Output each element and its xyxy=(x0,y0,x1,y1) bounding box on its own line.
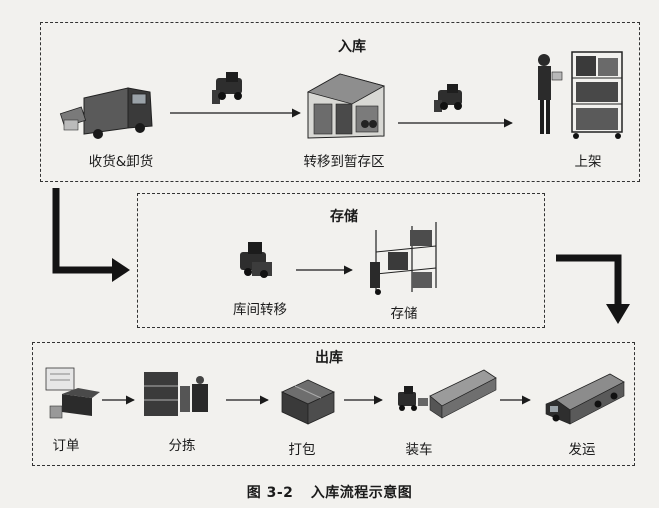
step-shipping: 发运 xyxy=(568,442,596,458)
step-inter-warehouse-transfer: 库间转移 xyxy=(233,302,287,318)
connector-storage-to-outbound-head xyxy=(606,304,630,324)
step-order: 订单 xyxy=(52,438,80,454)
step-putaway: 上架 xyxy=(574,154,602,170)
figure-caption: 图 3-2 入库流程示意图 xyxy=(0,482,659,502)
figure-title: 入库流程示意图 xyxy=(310,485,413,501)
connector-storage-to-outbound xyxy=(556,254,622,306)
step-loading: 装车 xyxy=(405,442,433,458)
step-picking: 分拣 xyxy=(168,438,196,454)
step-storage: 存储 xyxy=(390,306,418,322)
storage-section-box xyxy=(137,193,545,328)
storage-title: 存储 xyxy=(330,209,358,225)
figure-number: 图 3-2 xyxy=(246,485,294,501)
step-transfer-staging: 转移到暂存区 xyxy=(303,154,385,170)
connector-inbound-to-storage-head xyxy=(112,258,130,282)
outbound-title: 出库 xyxy=(315,350,343,366)
step-packing: 打包 xyxy=(288,442,316,458)
step-receive-unload: 收货&卸货 xyxy=(88,154,154,170)
connector-inbound-to-storage xyxy=(52,188,114,274)
inbound-section-box xyxy=(40,22,640,182)
inbound-title: 入库 xyxy=(338,39,366,55)
outbound-section-box xyxy=(32,342,635,466)
